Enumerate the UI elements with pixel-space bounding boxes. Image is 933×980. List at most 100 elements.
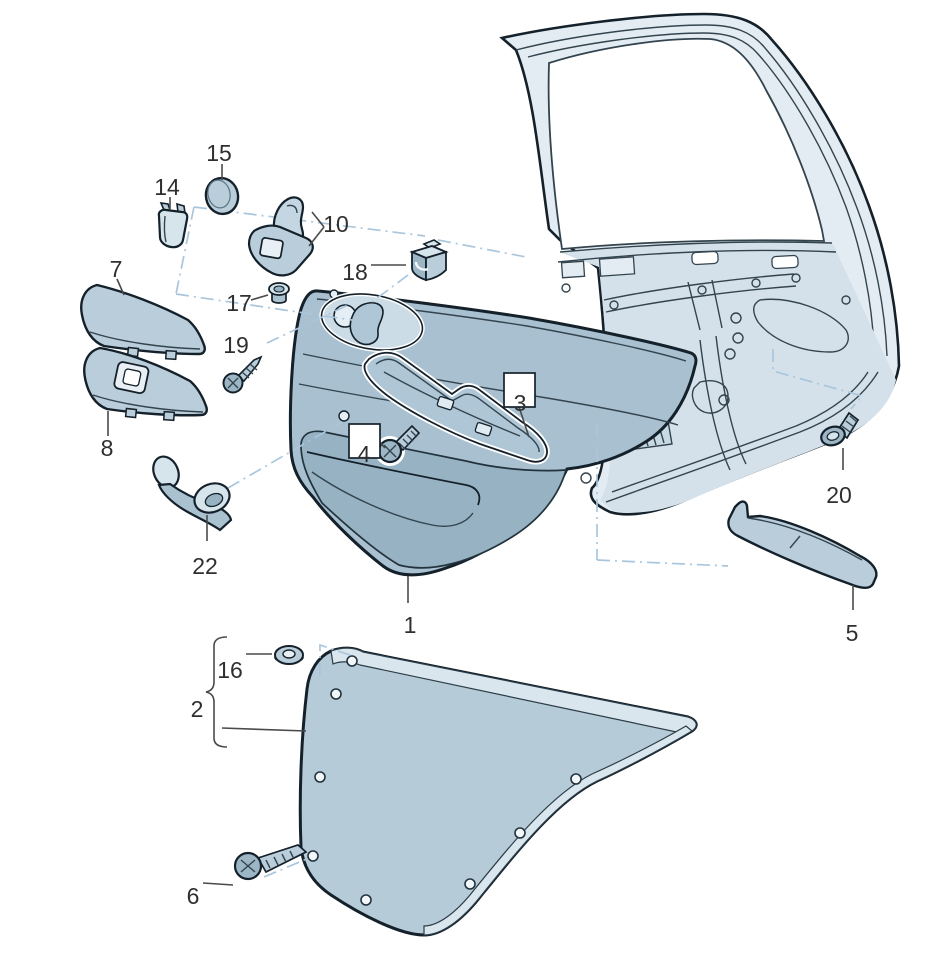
callout-18[interactable]: 18 [342, 259, 368, 285]
frame-hole [724, 348, 736, 360]
shut-face-line-2 [715, 335, 747, 465]
callout-19[interactable]: 19 [223, 332, 249, 358]
armrest-clip-slot-1 [436, 395, 455, 411]
door-frame-contour-1 [515, 24, 888, 357]
guide-bottom-edge [175, 293, 353, 321]
door-trim-panel-part-1 [288, 289, 698, 577]
liner-hole [346, 655, 358, 667]
armrest-clip-slot-2 [474, 421, 493, 437]
liner-hole [307, 850, 319, 862]
frame-hole [791, 273, 801, 283]
callout-14[interactable]: 14 [154, 174, 180, 200]
armrest-outline [363, 351, 548, 463]
liner-hole [330, 688, 342, 700]
callout-box-3[interactable]: 3 [503, 372, 536, 438]
frame-hole [751, 278, 761, 288]
callout-6[interactable]: 6 [187, 883, 200, 909]
callout-20[interactable]: 20 [826, 482, 852, 508]
beltline-bracket-2 [598, 256, 636, 277]
callout-7[interactable]: 7 [110, 256, 123, 282]
callout-8[interactable]: 8 [101, 435, 114, 461]
callout-22[interactable]: 22 [192, 553, 218, 579]
handle-trim-bezel-part-10 [247, 224, 314, 277]
map-pocket-inner [311, 471, 474, 527]
guide-washer16 [319, 643, 354, 676]
regulator-rail-1 [603, 273, 795, 301]
callout-10[interactable]: 10 [323, 211, 349, 237]
grommet-part-17 [268, 282, 290, 304]
screw-part-6 [232, 844, 308, 882]
liner-panel-part-2 [298, 646, 698, 937]
callout-box-4[interactable]: 4 [348, 423, 386, 467]
brace-2-16 [205, 636, 228, 748]
liner-panel-holes [307, 655, 582, 906]
frame-hole [609, 300, 619, 310]
callouts: 1 2 5 6 7 8 10 14 15 16 17 18 19 20 22 [101, 140, 859, 909]
frame-hole [841, 295, 851, 305]
frame-hole [730, 312, 742, 324]
liner-hole [360, 894, 372, 906]
door-bottom-edge-1 [605, 371, 879, 503]
leader-10b [311, 211, 325, 228]
frame-hole [697, 285, 707, 295]
beltline-bracket-1 [560, 260, 586, 279]
inner-handle-lever [349, 302, 384, 346]
window-aperture [547, 37, 826, 250]
frame-hole [718, 394, 730, 406]
guide-crank-to-panel [227, 421, 343, 489]
guide-top-edge [193, 206, 426, 237]
trim-panel-screw-hole [338, 410, 350, 422]
callout-5[interactable]: 5 [846, 620, 859, 646]
callout-label-3[interactable]: 3 [514, 390, 527, 416]
guide-screw19-to-recess [266, 304, 349, 344]
liner-panel-fold-band [423, 725, 694, 936]
leader-lines [107, 164, 854, 886]
switch-block-part-18 [409, 239, 449, 282]
armrest-part-3 [361, 350, 550, 465]
regulator-rail-2 [605, 285, 797, 313]
callout-15[interactable]: 15 [206, 140, 232, 166]
callout-17[interactable]: 17 [226, 290, 252, 316]
clip-part-14 [157, 202, 189, 249]
leader-17 [250, 294, 269, 301]
trim-strip-part-5 [727, 500, 878, 589]
expanding-rivet-part-20 [820, 411, 860, 447]
guide-screw6 [263, 857, 310, 878]
callout-2[interactable]: 2 [191, 696, 204, 722]
liner-hole [514, 827, 526, 839]
leader-2 [221, 727, 307, 732]
leader-7 [116, 278, 125, 296]
door-bottom-edge-2 [611, 371, 869, 493]
liner-panel-top-strip [330, 647, 697, 735]
leader-10a [308, 226, 325, 247]
guide-rivet20 [772, 349, 864, 410]
frame-slot-2 [771, 254, 799, 270]
callout-1[interactable]: 1 [404, 612, 417, 638]
leader-6 [202, 882, 234, 886]
regulator-link-2 [711, 279, 723, 329]
regulator-link-1 [687, 281, 701, 331]
liner-hole [464, 878, 476, 890]
regulator-arm [753, 298, 849, 353]
cap-part-15 [204, 176, 240, 216]
shut-face-line-1 [699, 339, 731, 471]
callout-16[interactable]: 16 [217, 657, 243, 683]
frame-slot-1 [691, 250, 719, 266]
frame-hole [580, 472, 592, 484]
liner-hole [314, 771, 326, 783]
callout-label-4[interactable]: 4 [358, 441, 371, 467]
frame-hole [732, 332, 744, 344]
frame-hole [561, 283, 571, 293]
map-pocket-lip [306, 451, 481, 506]
guide-trim5-horizontal [596, 559, 729, 567]
guide-left-edge [175, 206, 195, 295]
beltline-upper [559, 241, 833, 253]
lock-area [691, 380, 729, 414]
liner-hole [570, 773, 582, 785]
assembly-guides [175, 206, 864, 878]
door-frame-contour-2 [527, 32, 875, 349]
screw-part-19 [222, 355, 263, 394]
switch-panel-part-8 [83, 346, 208, 422]
